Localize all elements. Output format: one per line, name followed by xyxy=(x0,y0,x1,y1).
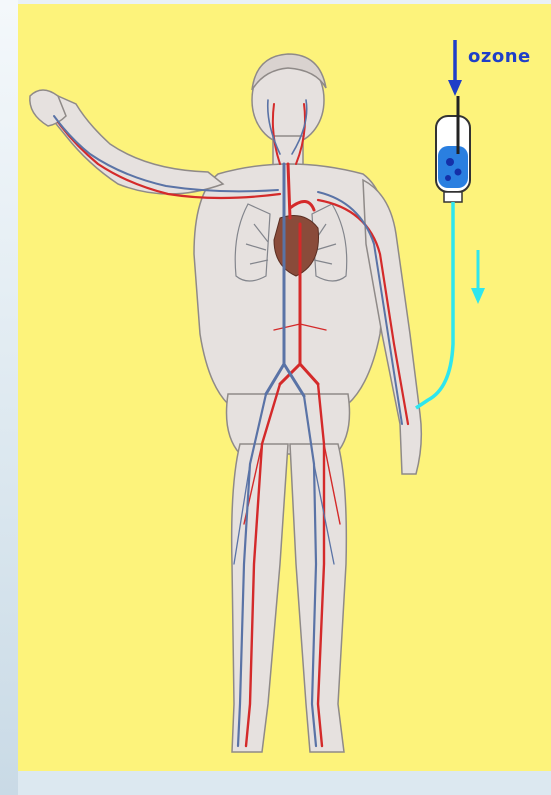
bottom-margin xyxy=(18,771,551,795)
ozone-label: ozone xyxy=(468,46,531,67)
torso xyxy=(194,164,388,404)
circulation-diagram xyxy=(18,4,551,771)
left-margin xyxy=(0,0,18,795)
diagram-canvas xyxy=(18,4,551,771)
